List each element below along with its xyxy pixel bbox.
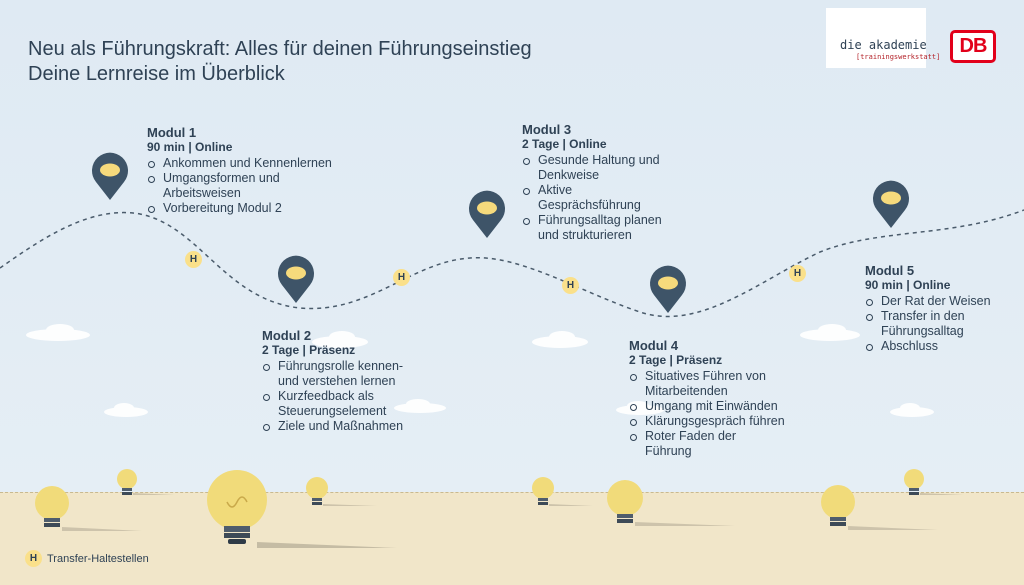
cloud — [406, 399, 430, 409]
bulb — [532, 477, 593, 506]
map-pin-icon — [873, 180, 909, 228]
module-duration: 2 Tage | Online — [522, 137, 607, 151]
akademie-logo: die akademie [trainingswerkstatt] — [826, 8, 940, 68]
cloud — [900, 403, 920, 413]
sky-background — [0, 0, 1024, 492]
map-pin-icon — [469, 190, 505, 238]
module-item: Umgang mit Einwänden — [629, 399, 809, 414]
module-duration: 2 Tage | Präsenz — [262, 343, 356, 357]
module-item: Situatives Führen von Mitarbeitenden — [629, 369, 790, 399]
akademie-logo-sub: [trainingswerkstatt] — [856, 53, 941, 61]
bulb — [35, 486, 142, 531]
bulb-large — [207, 470, 397, 548]
module-items: Situatives Führen von Mitarbeitenden Umg… — [629, 369, 809, 459]
horizon-line — [0, 492, 1024, 494]
module-item: Vorbereitung Modul 2 — [147, 201, 347, 216]
bulb — [117, 469, 175, 495]
transfer-stop-badge: H — [789, 265, 806, 282]
module-item: Führungsalltag planen und strukturieren — [522, 213, 678, 243]
cloud — [46, 324, 74, 336]
module-title: Modul 1 — [147, 125, 197, 140]
module-items: Gesunde Haltung und Denkweise Aktive Ges… — [522, 153, 687, 243]
title-line-2: Deine Lernreise im Überblick — [28, 63, 285, 85]
module-title: Modul 2 — [262, 328, 312, 343]
bulb — [821, 485, 938, 530]
map-pin-icon — [92, 152, 128, 200]
module-item: Der Rat der Weisen — [865, 294, 1015, 309]
module-items: Führungsrolle kennen- und verstehen lern… — [262, 359, 427, 434]
module-4: Modul 4 2 Tage | Präsenz Situatives Führ… — [629, 338, 809, 459]
legend-label: Transfer-Haltestellen — [47, 553, 149, 565]
page-title: Neu als Führungskraft: Alles für deinen … — [28, 37, 532, 87]
akademie-logo-name: die akademie — [840, 38, 927, 52]
module-title: Modul 5 — [865, 263, 915, 278]
map-pin-icon — [650, 265, 686, 313]
cloud — [114, 403, 134, 413]
bulb — [607, 480, 735, 526]
module-5: Modul 5 90 min | Online Der Rat der Weis… — [865, 263, 1015, 354]
module-item: Abschluss — [865, 339, 1015, 354]
module-1: Modul 1 90 min | Online Ankommen und Ken… — [147, 125, 347, 216]
module-2: Modul 2 2 Tage | Präsenz Führungsrolle k… — [262, 328, 427, 434]
module-duration: 90 min | Online — [865, 278, 951, 292]
map-pins — [92, 152, 909, 313]
map-pin-icon — [278, 255, 314, 303]
transfer-stop-badge: H — [185, 251, 202, 268]
title-line-1: Neu als Führungskraft: Alles für deinen … — [28, 38, 532, 60]
cloud — [549, 331, 575, 343]
module-3: Modul 3 2 Tage | Online Gesunde Haltung … — [522, 122, 687, 243]
module-duration: 2 Tage | Präsenz — [629, 353, 723, 367]
transfer-stop-badge: H — [562, 277, 579, 294]
module-item: Kurzfeedback als Steuerungselement — [262, 389, 408, 419]
cloud — [818, 324, 846, 336]
db-logo: DB — [950, 30, 996, 63]
bulb — [306, 477, 377, 506]
module-item: Klärungsgespräch führen — [629, 414, 809, 429]
bulbs — [35, 469, 964, 548]
module-item: Führungsrolle kennen- und verstehen lern… — [262, 359, 413, 389]
module-item: Roter Faden der Führung — [629, 429, 755, 459]
module-item: Aktive Gesprächsführung — [522, 183, 648, 213]
module-item: Transfer in den Führungsalltag — [865, 309, 991, 339]
module-item: Umgangsformen und Arbeitsweisen — [147, 171, 298, 201]
module-items: Ankommen und Kennenlernen Umgangsformen … — [147, 156, 347, 216]
module-item: Ziele und Maßnahmen — [262, 419, 427, 434]
module-item: Gesunde Haltung und Denkweise — [522, 153, 678, 183]
cloud — [329, 331, 355, 343]
module-title: Modul 4 — [629, 338, 679, 353]
journey-path — [0, 209, 1024, 318]
bulb — [904, 469, 964, 495]
module-duration: 90 min | Online — [147, 140, 233, 154]
legend-badge: H — [25, 550, 42, 567]
module-item: Ankommen und Kennenlernen — [147, 156, 347, 171]
module-items: Der Rat der Weisen Transfer in den Führu… — [865, 294, 1015, 354]
module-title: Modul 3 — [522, 122, 572, 137]
transfer-stop-badge: H — [393, 269, 410, 286]
